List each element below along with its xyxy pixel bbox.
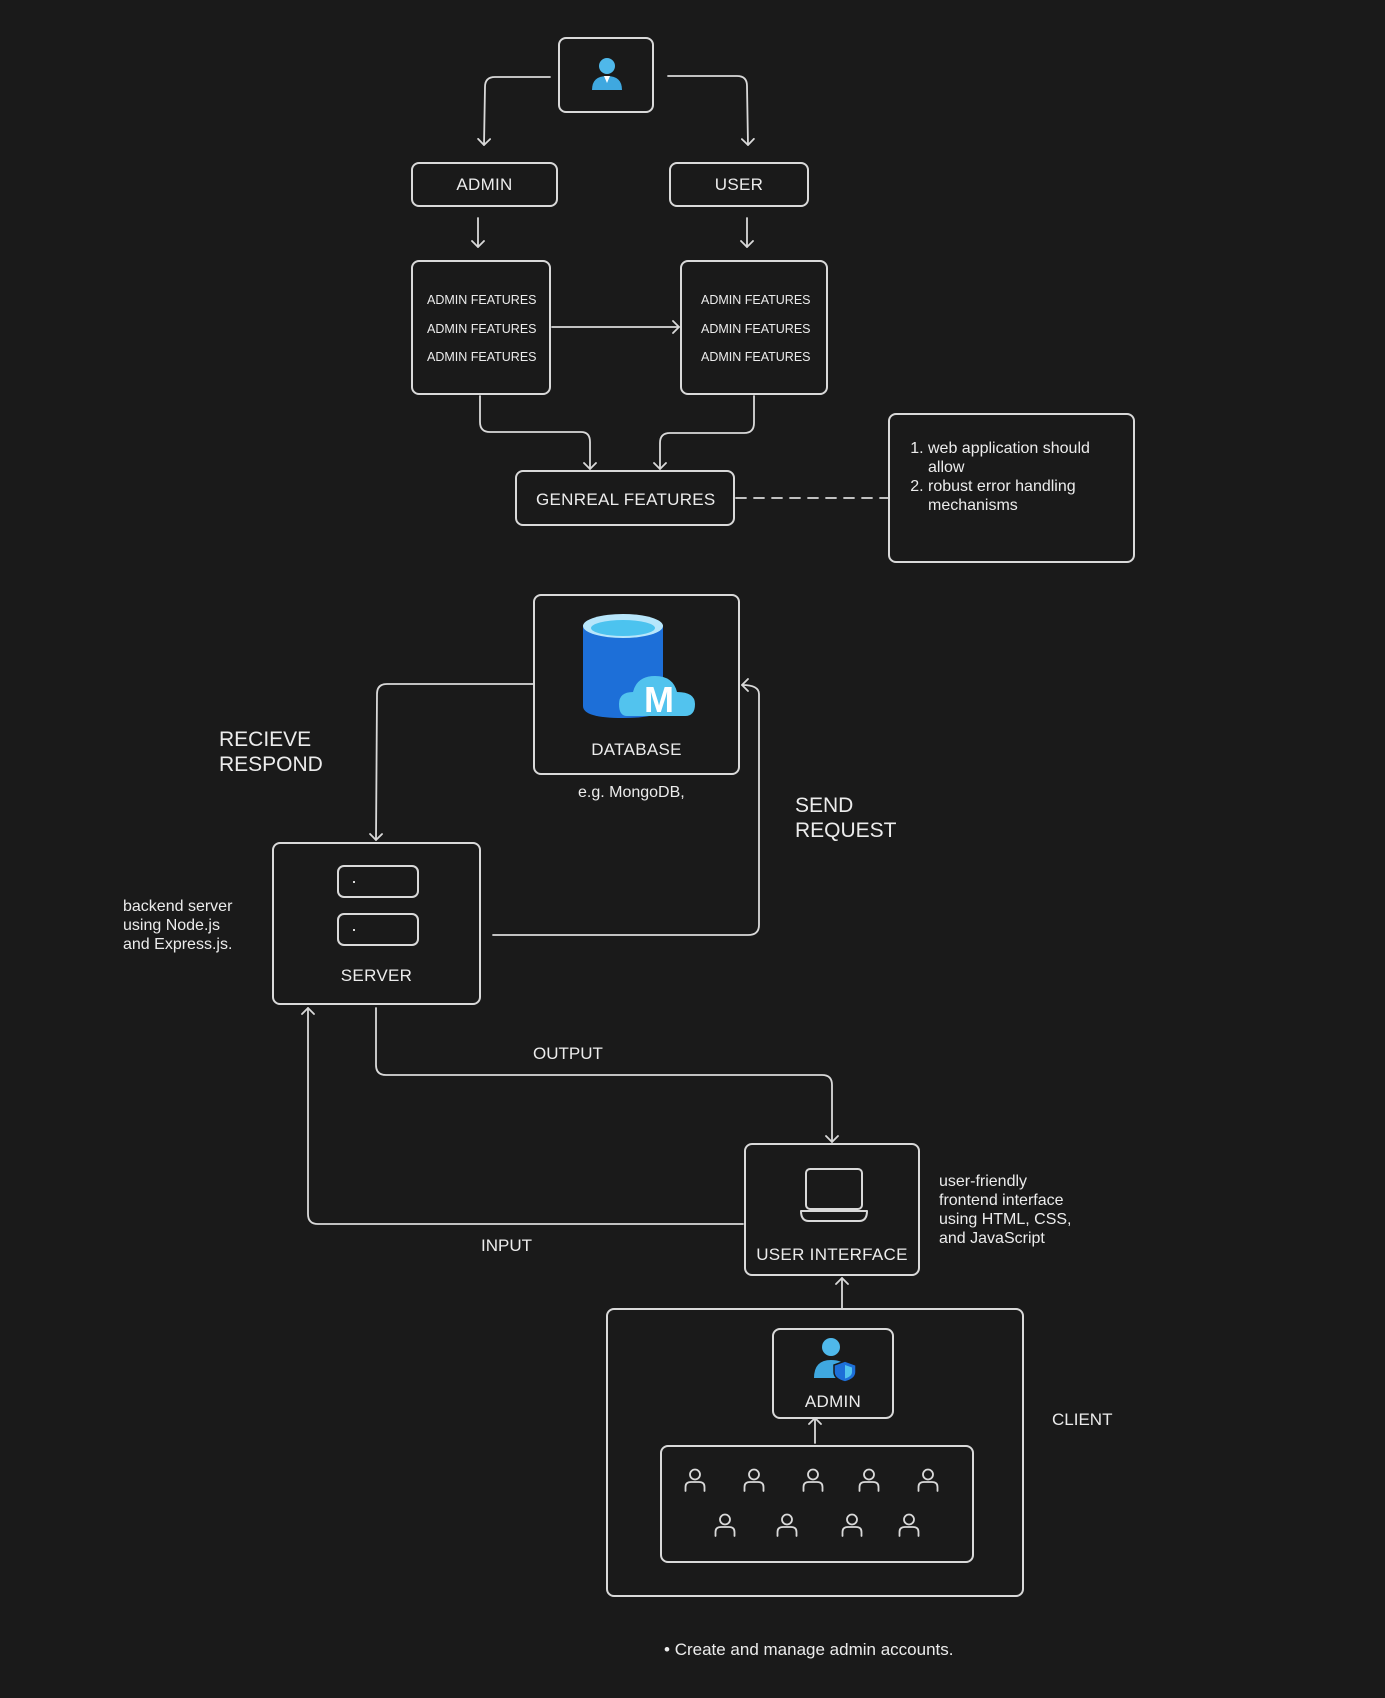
general-features-box: GENREAL FEATURES [515,470,735,526]
respond-label: RESPOND [219,753,323,776]
requirements-notes-list: web application should allow robust erro… [908,439,1128,515]
bullet-dot-icon: • [664,1640,670,1659]
general-features-label: GENREAL FEATURES [536,490,716,509]
ui-note-line: and JavaScript [939,1230,1045,1247]
admin-shield-user-icon [814,1338,857,1382]
recieve-respond-label: RECIEVE RESPOND [219,727,323,777]
user-role-box: USER [669,162,809,207]
admin-role-label: ADMIN [456,175,513,194]
database-label: DATABASE [591,740,682,759]
ui-note-line: user-friendly [939,1173,1028,1190]
client-users-box [660,1445,974,1563]
request-label: REQUEST [795,819,897,842]
laptop-icon [800,1168,868,1222]
edge-person-user [667,75,755,146]
user-interface-label: USER INTERFACE [756,1245,908,1264]
recieve-label: RECIEVE [219,728,312,751]
user-feature-item: ADMIN FEATURES [701,321,811,336]
client-label: CLIENT [1052,1410,1113,1429]
user-avatar-icon [592,58,622,90]
server-note-line: backend server [123,898,233,915]
send-label: SEND [795,794,854,817]
requirement-note: robust error handling mechanisms [928,477,1128,515]
user-outline-icon [714,1513,736,1537]
requirement-note: web application should allow [928,439,1128,477]
user-interface-box: USER INTERFACE [744,1143,920,1276]
mongodb-logo-letter: M [644,679,674,720]
server-note-line: using Node.js [123,917,220,934]
server-led-icon [353,929,355,931]
ui-note-line: using HTML, CSS, [939,1211,1072,1228]
user-outline-icon [802,1468,824,1492]
user-feature-item: ADMIN FEATURES [701,293,811,307]
ui-note-line: frontend interface [939,1192,1064,1209]
client-admin-label: ADMIN [804,1392,862,1411]
server-led-icon [353,881,355,883]
user-features-list: ADMIN FEATURES ADMIN FEATURES ADMIN FEAT… [701,286,811,372]
admin-feature-item: ADMIN FEATURES [427,293,537,307]
user-outline-icon [743,1468,765,1492]
edge-userfeat-general [653,395,755,470]
top-user-node [558,37,654,113]
server-note: backend server using Node.js and Express… [123,897,232,954]
edge-adminfeat-general [479,395,597,470]
admin-feature-item: ADMIN FEATURES [427,321,537,336]
database-box: M DATABASE [533,594,740,775]
edge-server-ui [375,1007,839,1143]
edge-db-server [369,683,534,841]
footer-bullet-text: Create and manage admin accounts. [674,1640,954,1659]
user-role-label: USER [714,175,764,194]
user-outline-icon [841,1513,863,1537]
edge-ui-server [301,1007,744,1225]
footer-bullet: • Create and manage admin accounts. [664,1640,953,1660]
admin-features-list: ADMIN FEATURES ADMIN FEATURES ADMIN FEAT… [427,286,537,372]
server-label: SERVER [340,966,413,985]
server-rack-unit [337,913,419,946]
user-interface-note: user-friendly frontend interface using H… [939,1172,1071,1248]
user-outline-icon [917,1468,939,1492]
database-caption: e.g. MongoDB, [578,784,685,801]
send-request-label: SEND REQUEST [795,793,897,843]
user-outline-icon [776,1513,798,1537]
user-outline-icon [898,1513,920,1537]
user-features-box: ADMIN FEATURES ADMIN FEATURES ADMIN FEAT… [680,260,828,395]
client-box: ADMIN [606,1308,1024,1597]
mongodb-database-icon: M [583,614,695,720]
admin-feature-item: ADMIN FEATURES [427,350,537,364]
user-outline-icon [684,1468,706,1492]
admin-role-box: ADMIN [411,162,558,207]
server-box: SERVER [272,842,481,1005]
user-outline-icon [858,1468,880,1492]
edge-person-admin [477,76,551,146]
output-label: OUTPUT [533,1044,603,1063]
client-admin-box: ADMIN [772,1328,894,1419]
edge-server-db [492,678,760,936]
admin-features-box: ADMIN FEATURES ADMIN FEATURES ADMIN FEAT… [411,260,551,395]
requirements-notes-box: web application should allow robust erro… [888,413,1135,563]
server-note-line: and Express.js. [123,936,233,953]
user-feature-item: ADMIN FEATURES [701,350,811,364]
input-label: INPUT [481,1236,532,1255]
server-rack-unit [337,865,419,898]
